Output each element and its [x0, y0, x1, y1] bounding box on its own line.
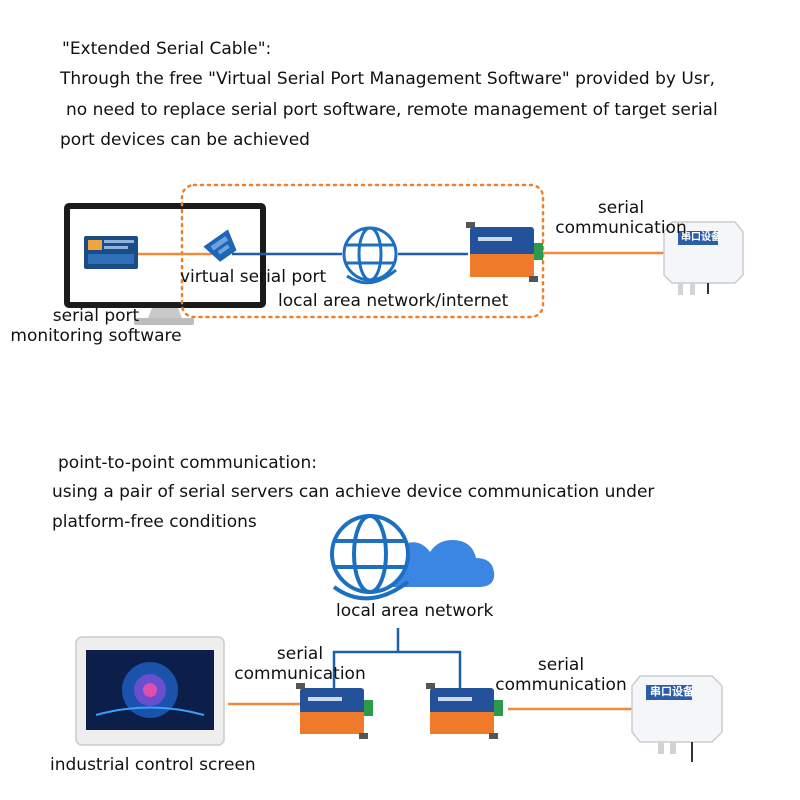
section1-line1: Through the free "Virtual Serial Port Ma… [60, 69, 716, 89]
serial-label-line1: serial [537, 655, 585, 675]
section1-line3: port devices can be achieved [60, 130, 310, 150]
globe-icon [342, 226, 398, 285]
serial-label-line1: serial [597, 198, 645, 218]
serial-server-icon [426, 683, 503, 739]
lan-internet-label: local area network/internet [278, 291, 509, 311]
virtual-link-region [180, 183, 545, 319]
monitor-icon [64, 203, 266, 325]
monitoring-software-label: serial port monitoring software [8, 306, 184, 346]
serial-label-line1: serial [276, 644, 324, 664]
serial-label-line2: communication [495, 675, 627, 695]
sensor-device-icon [631, 675, 723, 762]
control-screen-label: industrial control screen [50, 755, 256, 775]
serial-label-line2: communication [555, 218, 687, 238]
globe-icon-2 [330, 514, 410, 601]
serial-communication-label-right: serial communication [490, 655, 632, 695]
sensor-device-icon [663, 221, 744, 295]
monitoring-label-line1: serial port [52, 306, 140, 326]
section2-line2: platform-free conditions [52, 512, 257, 532]
serial-label-line2: communication [234, 664, 366, 684]
section1-title: "Extended Serial Cable": [62, 39, 272, 59]
device-label: 串口设备 [681, 232, 721, 243]
lan-label: local area network [336, 601, 494, 621]
serial-server-icon [466, 222, 543, 282]
virtual-serial-port-label: virtual serial port [180, 267, 327, 287]
serial-communication-label: serial communication [550, 198, 692, 238]
control-screen-icon [75, 636, 225, 746]
device-label: 串口设备 [650, 685, 694, 698]
serial-connector-icon [203, 229, 237, 262]
section1-line2: no need to replace serial port software,… [66, 100, 718, 120]
serial-server-icon [296, 683, 373, 739]
serial-communication-label-left: serial communication [232, 644, 368, 684]
section2-line1: using a pair of serial servers can achie… [52, 482, 655, 502]
section2-title: point-to-point communication: [58, 453, 317, 473]
monitoring-label-line2: monitoring software [10, 326, 182, 346]
